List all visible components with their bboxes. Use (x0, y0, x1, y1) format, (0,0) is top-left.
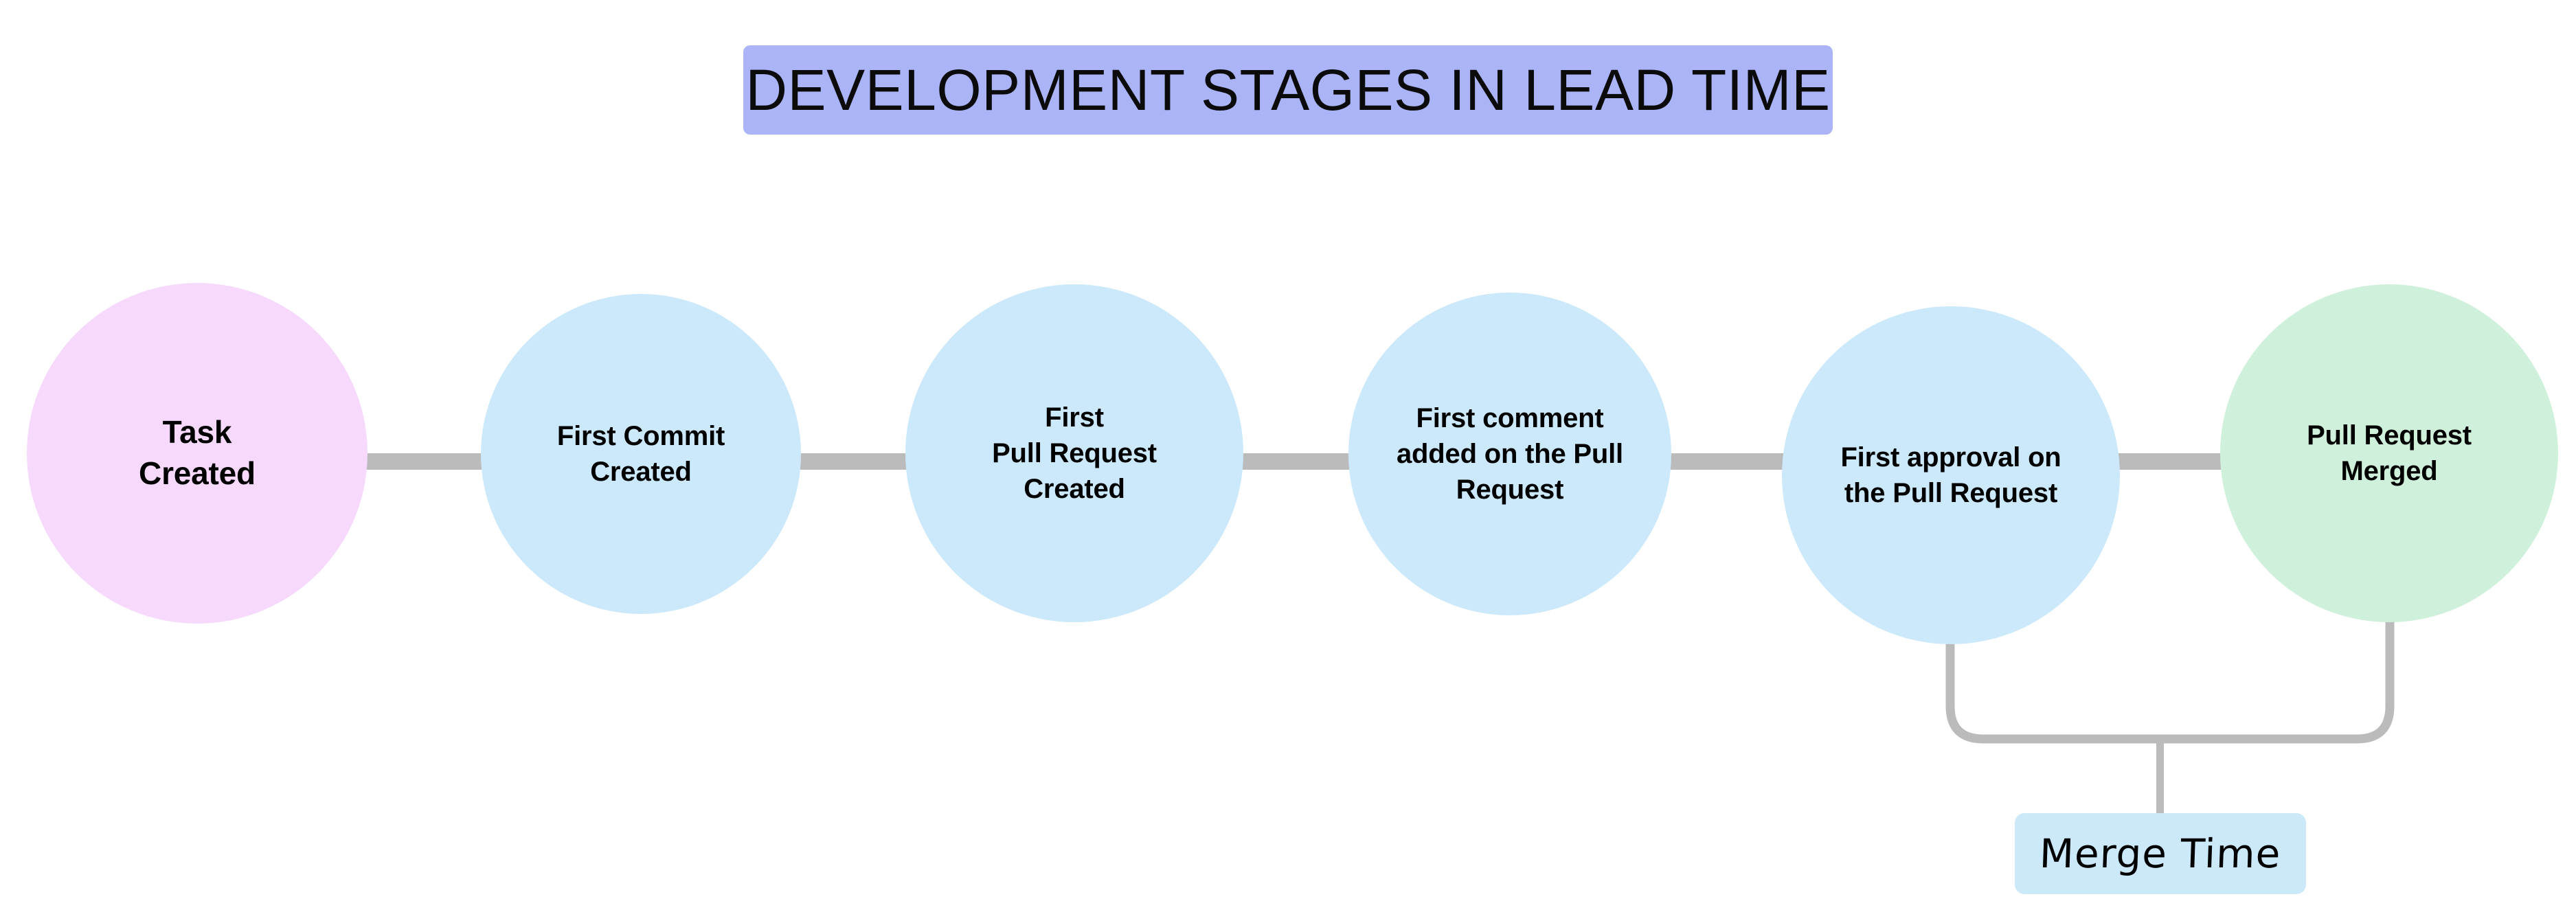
stage-label: First approval on the Pull Request (1840, 442, 2061, 508)
stage-node-first-pull-request-created[interactable]: First Pull Request Created (905, 284, 1243, 622)
stage-label: First comment added on the Pull Request (1397, 403, 1623, 505)
connector-3-4 (1236, 453, 1355, 470)
stage-label: Pull Request Merged (2307, 420, 2472, 486)
merge-time-bracket (1945, 622, 2395, 744)
stage-label: Task Created (139, 414, 256, 491)
stage-node-pull-request-merged[interactable]: Pull Request Merged (2220, 284, 2558, 622)
page-title: DEVELOPMENT STAGES IN LEAD TIME (745, 58, 1831, 122)
stage-node-first-comment-added[interactable]: First comment added on the Pull Request (1348, 293, 1671, 615)
connector-2-3 (797, 453, 911, 470)
stage-label: First Commit Created (556, 421, 725, 487)
connector-1-2 (364, 453, 488, 470)
stage-node-first-commit-created[interactable]: First Commit Created (481, 294, 801, 614)
diagram-title-banner: DEVELOPMENT STAGES IN LEAD TIME (743, 45, 1833, 135)
stage-node-task-created[interactable]: Task Created (27, 283, 368, 624)
merge-time-callout[interactable]: Merge Time (2015, 813, 2306, 894)
merge-time-stub (2156, 739, 2164, 816)
stage-node-first-approval[interactable]: First approval on the Pull Request (1782, 306, 2120, 644)
connector-4-5 (1668, 453, 1789, 470)
stage-label: First Pull Request Created (992, 402, 1157, 504)
connector-5-6 (2116, 453, 2226, 470)
merge-time-label: Merge Time (2039, 830, 2282, 877)
